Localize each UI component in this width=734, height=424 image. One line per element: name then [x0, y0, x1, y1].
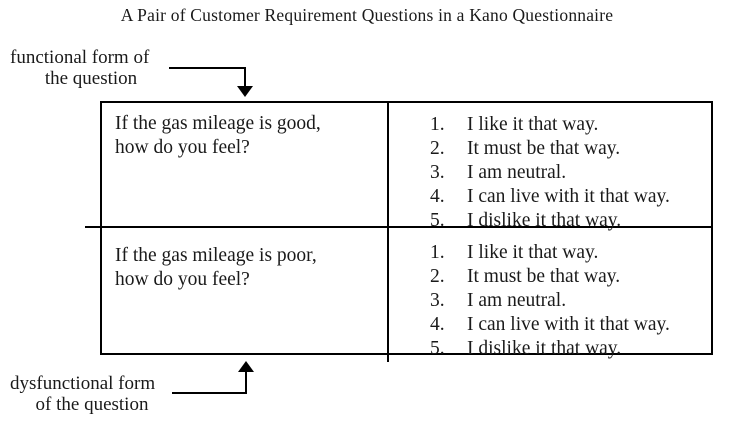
option-item: 1. I like it that way. — [430, 113, 707, 137]
option-text: I can live with it that way. — [467, 186, 670, 207]
functional-options-cell: 1. I like it that way. 2. It must be that … — [389, 103, 711, 231]
figure-title: A Pair of Customer Requirement Questions… — [120, 5, 614, 25]
option-number: 4. — [430, 314, 445, 335]
option-text: I dislike it that way. — [467, 338, 622, 359]
dysfunctional-arrow-vertical-line — [245, 370, 247, 394]
dysfunctional-options-cell: 1. I like it that way. 2. It must be that … — [389, 228, 711, 361]
dysfunctional-form-label-line2: of the question — [35, 394, 149, 415]
functional-question-line1: If the gas mileage is good, — [115, 113, 321, 134]
dysfunctional-question-line2: how do you feel? — [115, 269, 250, 290]
option-number: 1. — [430, 242, 445, 263]
functional-arrow-horizontal-line — [169, 67, 246, 69]
option-number: 3. — [430, 162, 445, 183]
dysfunctional-form-label-line1: dysfunctional form — [10, 373, 156, 394]
column-divider-bottom-tick — [387, 355, 389, 362]
option-text: I like it that way. — [467, 114, 599, 135]
functional-arrow-down-icon — [237, 86, 253, 97]
dysfunctional-question-line1: If the gas mileage is poor, — [115, 245, 317, 266]
option-item: 2. It must be that way. — [430, 137, 707, 161]
option-number: 1. — [430, 114, 445, 135]
option-text: It must be that way. — [467, 266, 621, 287]
functional-form-label-line2: the question — [44, 68, 138, 89]
functional-form-label: functional form of the question — [10, 47, 172, 89]
dysfunctional-form-label: dysfunctional form of the question — [10, 373, 174, 415]
option-number: 2. — [430, 266, 445, 287]
option-text: I dislike it that way. — [467, 210, 622, 231]
option-text: I can live with it that way. — [467, 314, 670, 335]
option-item: 1. I like it that way. — [430, 241, 707, 265]
functional-form-label-line1: functional form of — [10, 47, 150, 68]
option-item: 5. I dislike it that way. — [430, 337, 707, 361]
option-item: 4. I can live with it that way. — [430, 185, 707, 209]
dysfunctional-arrow-up-icon — [238, 361, 254, 372]
option-number: 4. — [430, 186, 445, 207]
option-text: I like it that way. — [467, 242, 599, 263]
option-number: 5. — [430, 210, 445, 231]
functional-question-line2: how do you feel? — [115, 137, 250, 158]
option-text: I am neutral. — [467, 290, 567, 311]
option-number: 2. — [430, 138, 445, 159]
option-item: 2. It must be that way. — [430, 265, 707, 289]
option-text: It must be that way. — [467, 138, 621, 159]
option-number: 5. — [430, 338, 445, 359]
option-text: I am neutral. — [467, 162, 567, 183]
option-item: 3. I am neutral. — [430, 161, 707, 185]
dysfunctional-arrow-horizontal-line — [172, 392, 247, 394]
option-number: 3. — [430, 290, 445, 311]
functional-question-cell: If the gas mileage is good, how do you f… — [102, 103, 389, 228]
row-divider-left-tick — [85, 226, 100, 228]
functional-arrow-vertical-line — [244, 67, 246, 87]
option-item: 4. I can live with it that way. — [430, 313, 707, 337]
option-item: 5. I dislike it that way. — [430, 209, 707, 233]
dysfunctional-question-cell: If the gas mileage is poor, how do you f… — [102, 228, 389, 361]
question-table: If the gas mileage is good, how do you f… — [100, 101, 713, 361]
option-item: 3. I am neutral. — [430, 289, 707, 313]
